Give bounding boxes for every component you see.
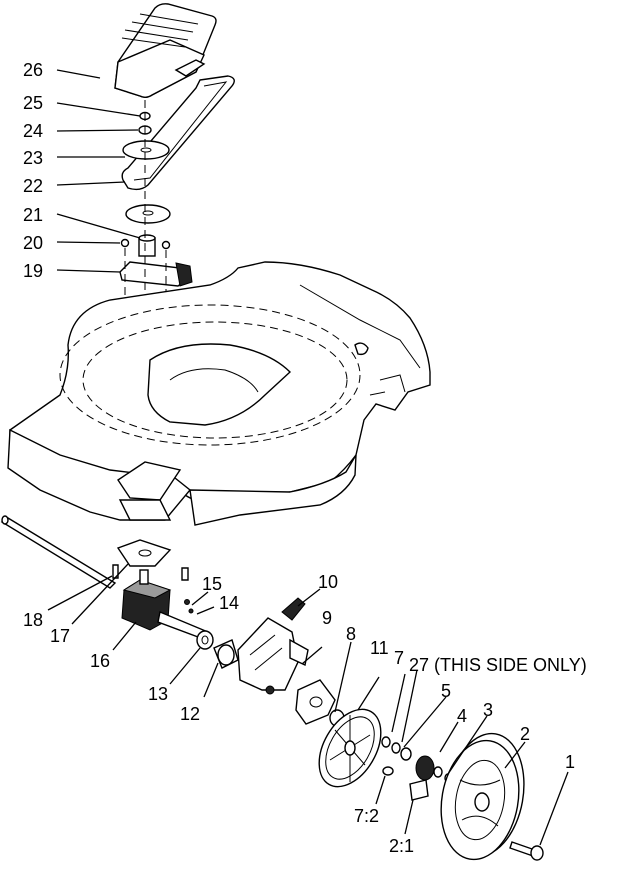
- gearbox-part: [121, 569, 209, 641]
- callout-7-2: 7:2: [354, 806, 379, 826]
- lower-pulley-part: [125, 204, 171, 257]
- callout-3: 3: [483, 700, 493, 720]
- bushing-parts: [196, 630, 239, 669]
- callout-16: 16: [90, 651, 110, 671]
- bracket-and-bolts-part: [119, 238, 193, 287]
- callout-27-this-side-only: 27 (THIS SIDE ONLY): [409, 655, 587, 675]
- callout-26: 26: [23, 60, 43, 80]
- callout-25: 25: [23, 93, 43, 113]
- callout-12: 12: [180, 704, 200, 724]
- callout-2: 2: [520, 724, 530, 744]
- callout-2-1: 2:1: [389, 836, 414, 856]
- callout-15: 15: [202, 574, 222, 594]
- callout-11: 11: [370, 638, 389, 658]
- callout-labels: 26 25 24 23 22 21 20 19 18 17 16 15 14 1…: [23, 60, 587, 856]
- callout-21: 21: [23, 205, 43, 225]
- callout-8: 8: [346, 624, 356, 644]
- callout-5: 5: [441, 681, 451, 701]
- callout-4: 4: [457, 706, 467, 726]
- gearbox-plate-part: [112, 539, 189, 581]
- washers-and-gear-part: [381, 736, 452, 801]
- mower-deck-part: [7, 261, 431, 526]
- callout-14: 14: [219, 593, 239, 613]
- callout-13: 13: [148, 684, 168, 704]
- belt-cover-part: [114, 3, 217, 98]
- callout-23: 23: [23, 148, 43, 168]
- callout-19: 19: [23, 261, 43, 281]
- callout-22: 22: [23, 176, 43, 196]
- callout-1: 1: [565, 752, 575, 772]
- callout-24: 24: [23, 121, 43, 141]
- drive-belt-part: [121, 75, 235, 191]
- callout-20: 20: [23, 233, 43, 253]
- callout-9: 9: [322, 608, 332, 628]
- wheel-bolt-part: [509, 841, 544, 861]
- callout-10: 10: [318, 572, 338, 592]
- height-adjuster-part: [237, 597, 345, 727]
- wheel-hub-part: [318, 708, 382, 788]
- callout-17: 17: [50, 626, 70, 646]
- axle-rod-part: [0, 515, 117, 589]
- wheel-part: [440, 732, 525, 861]
- callout-18: 18: [23, 610, 43, 630]
- leader-lines: [47, 69, 569, 846]
- callout-7: 7: [394, 648, 404, 668]
